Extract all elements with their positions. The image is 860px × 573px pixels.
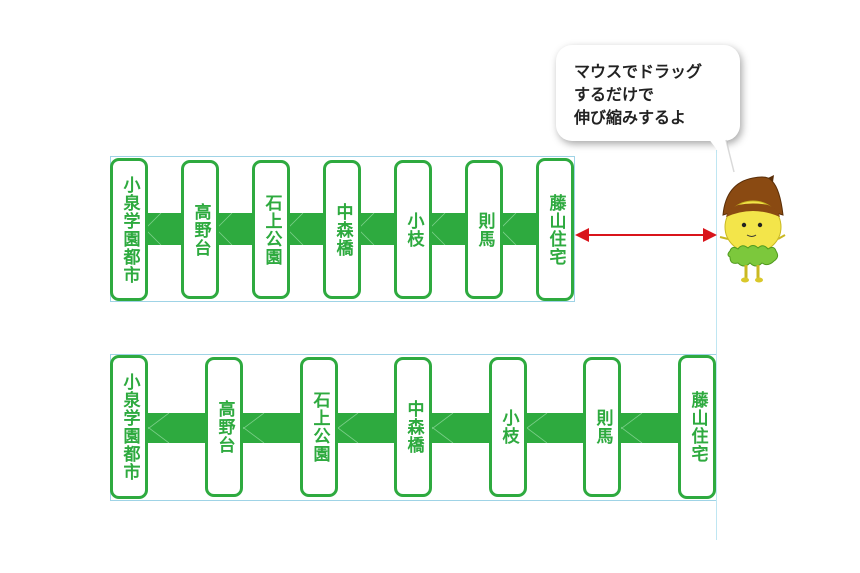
station-name: 高野台 — [190, 202, 211, 257]
chestnut-mascot-icon — [719, 175, 786, 283]
station-box[interactable]: 則馬 — [583, 357, 621, 497]
station-box[interactable]: 藤山住宅 — [536, 158, 574, 301]
station-box[interactable]: 中森橋 — [394, 357, 432, 497]
station-name: 中森橋 — [332, 202, 353, 257]
station-box[interactable]: 中森橋 — [323, 160, 361, 299]
station-box[interactable]: 小泉学園都市 — [110, 158, 148, 301]
station-name: 石上公園 — [261, 193, 282, 266]
station-name: 中森橋 — [403, 400, 424, 454]
station-box[interactable]: 高野台 — [181, 160, 219, 299]
station-box[interactable]: 石上公園 — [252, 160, 290, 299]
speech-line-1: マウスでドラッグ — [574, 62, 703, 81]
station-name: 小泉学園都市 — [119, 373, 140, 481]
speech-line-2: するだけで — [574, 85, 655, 104]
speech-bubble: マウスでドラッグ するだけで 伸び縮みするよ — [556, 45, 740, 141]
speech-bubble-text: マウスでドラッグ するだけで 伸び縮みするよ — [574, 60, 702, 129]
station-name: 小枝 — [403, 211, 424, 248]
station-name: 則馬 — [474, 211, 495, 248]
double-headed-arrow-icon — [575, 228, 717, 242]
station-name: 藤山住宅 — [545, 193, 566, 266]
station-box[interactable]: 小泉学園都市 — [110, 355, 148, 499]
station-name: 小枝 — [498, 409, 519, 445]
drag-guide-line — [716, 150, 717, 540]
speech-line-3: 伸び縮みするよ — [574, 108, 687, 127]
station-box[interactable]: 藤山住宅 — [678, 355, 716, 499]
station-box[interactable]: 高野台 — [205, 357, 243, 497]
station-name: 則馬 — [592, 409, 613, 445]
station-name: 石上公園 — [309, 391, 330, 463]
station-name: 高野台 — [214, 400, 235, 454]
station-box[interactable]: 則馬 — [465, 160, 503, 299]
station-name: 小泉学園都市 — [119, 175, 140, 284]
station-box[interactable]: 小枝 — [394, 160, 432, 299]
station-box[interactable]: 小枝 — [489, 357, 527, 497]
station-name: 藤山住宅 — [687, 391, 708, 463]
station-box[interactable]: 石上公園 — [300, 357, 338, 497]
